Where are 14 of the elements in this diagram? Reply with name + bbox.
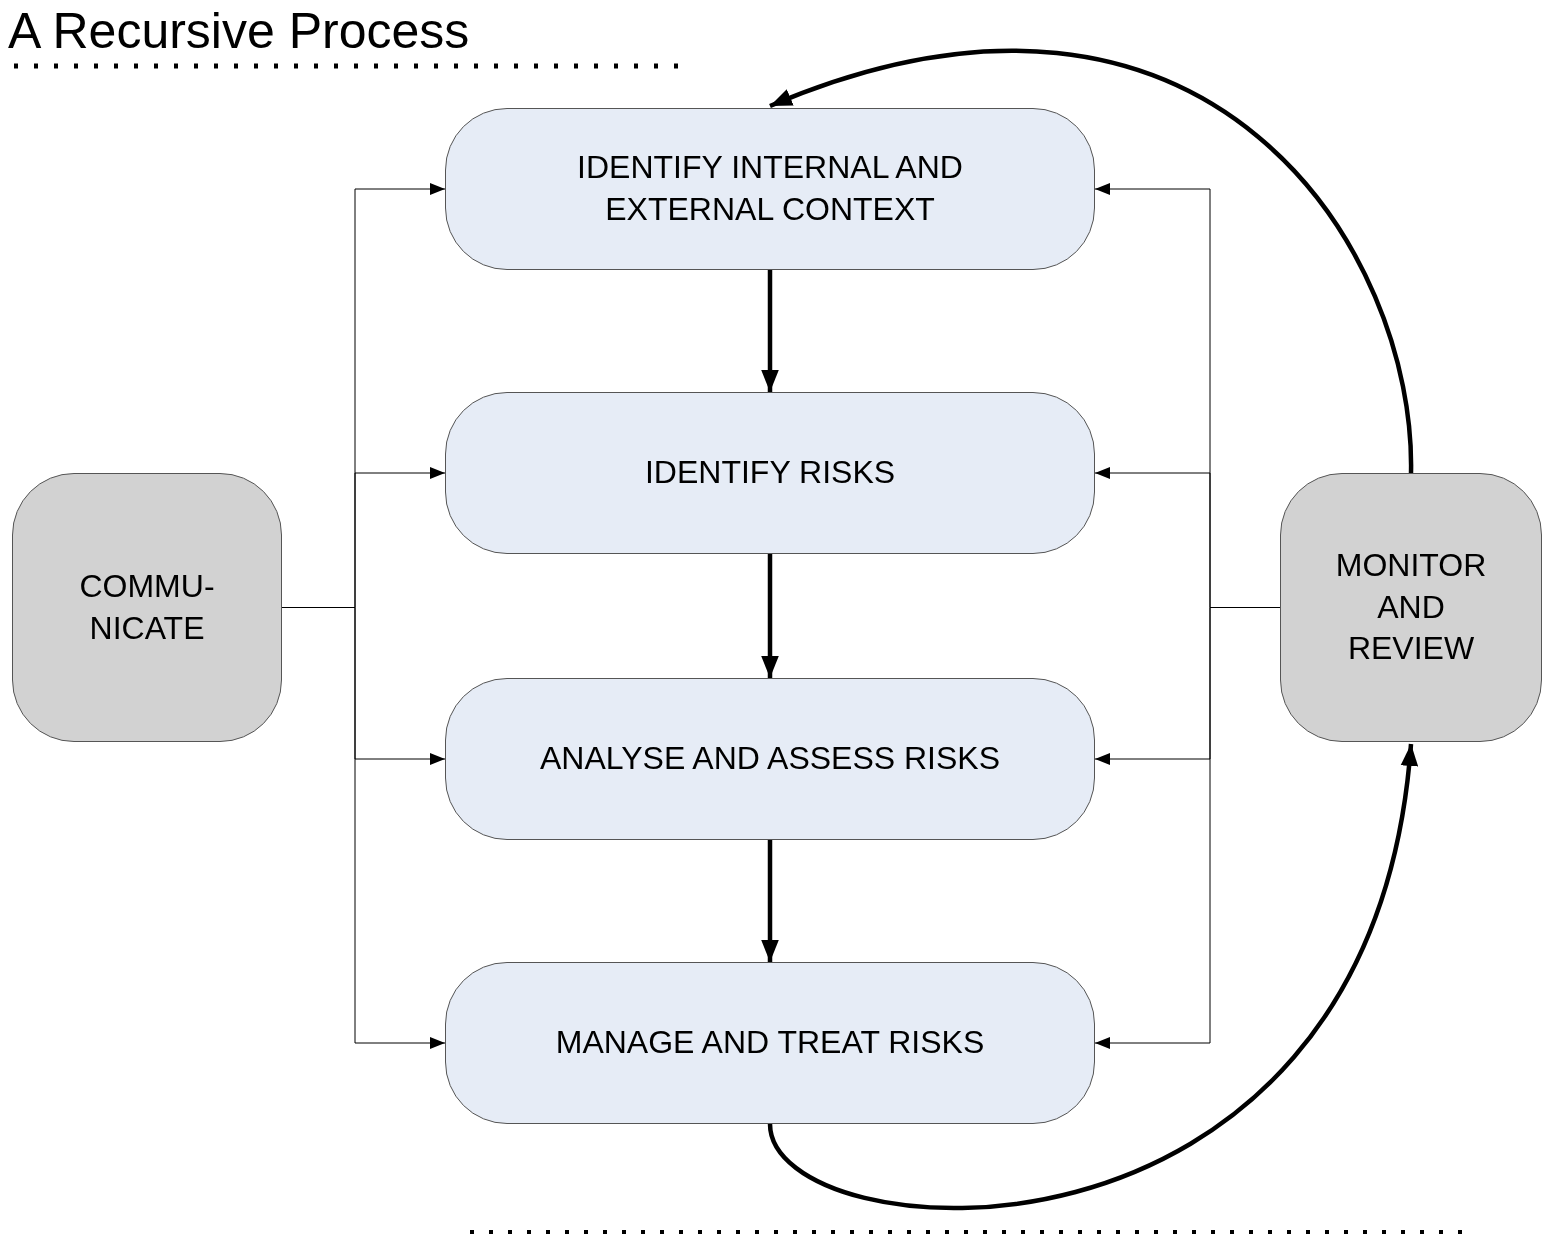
process-box [12,473,282,742]
title: A Recursive Process [8,2,470,60]
process-box [1280,473,1542,742]
box-label: IDENTIFY RISKS [644,453,896,493]
box-label: IDENTIFY INTERNAL AND EXTERNAL CONTEXT [576,148,964,229]
arrow [767,743,1417,1210]
box-label: COMMU- NICATE [78,566,216,648]
box-label: MONITOR AND REVIEW [1334,546,1488,669]
arrow [761,554,779,678]
arrow [761,840,779,962]
box-label: MANAGE AND TREAT RISKS [555,1023,985,1063]
box-label: ANALYSE AND ASSESS RISKS [539,739,1000,779]
arrow [761,270,779,392]
arrow [769,50,1414,474]
